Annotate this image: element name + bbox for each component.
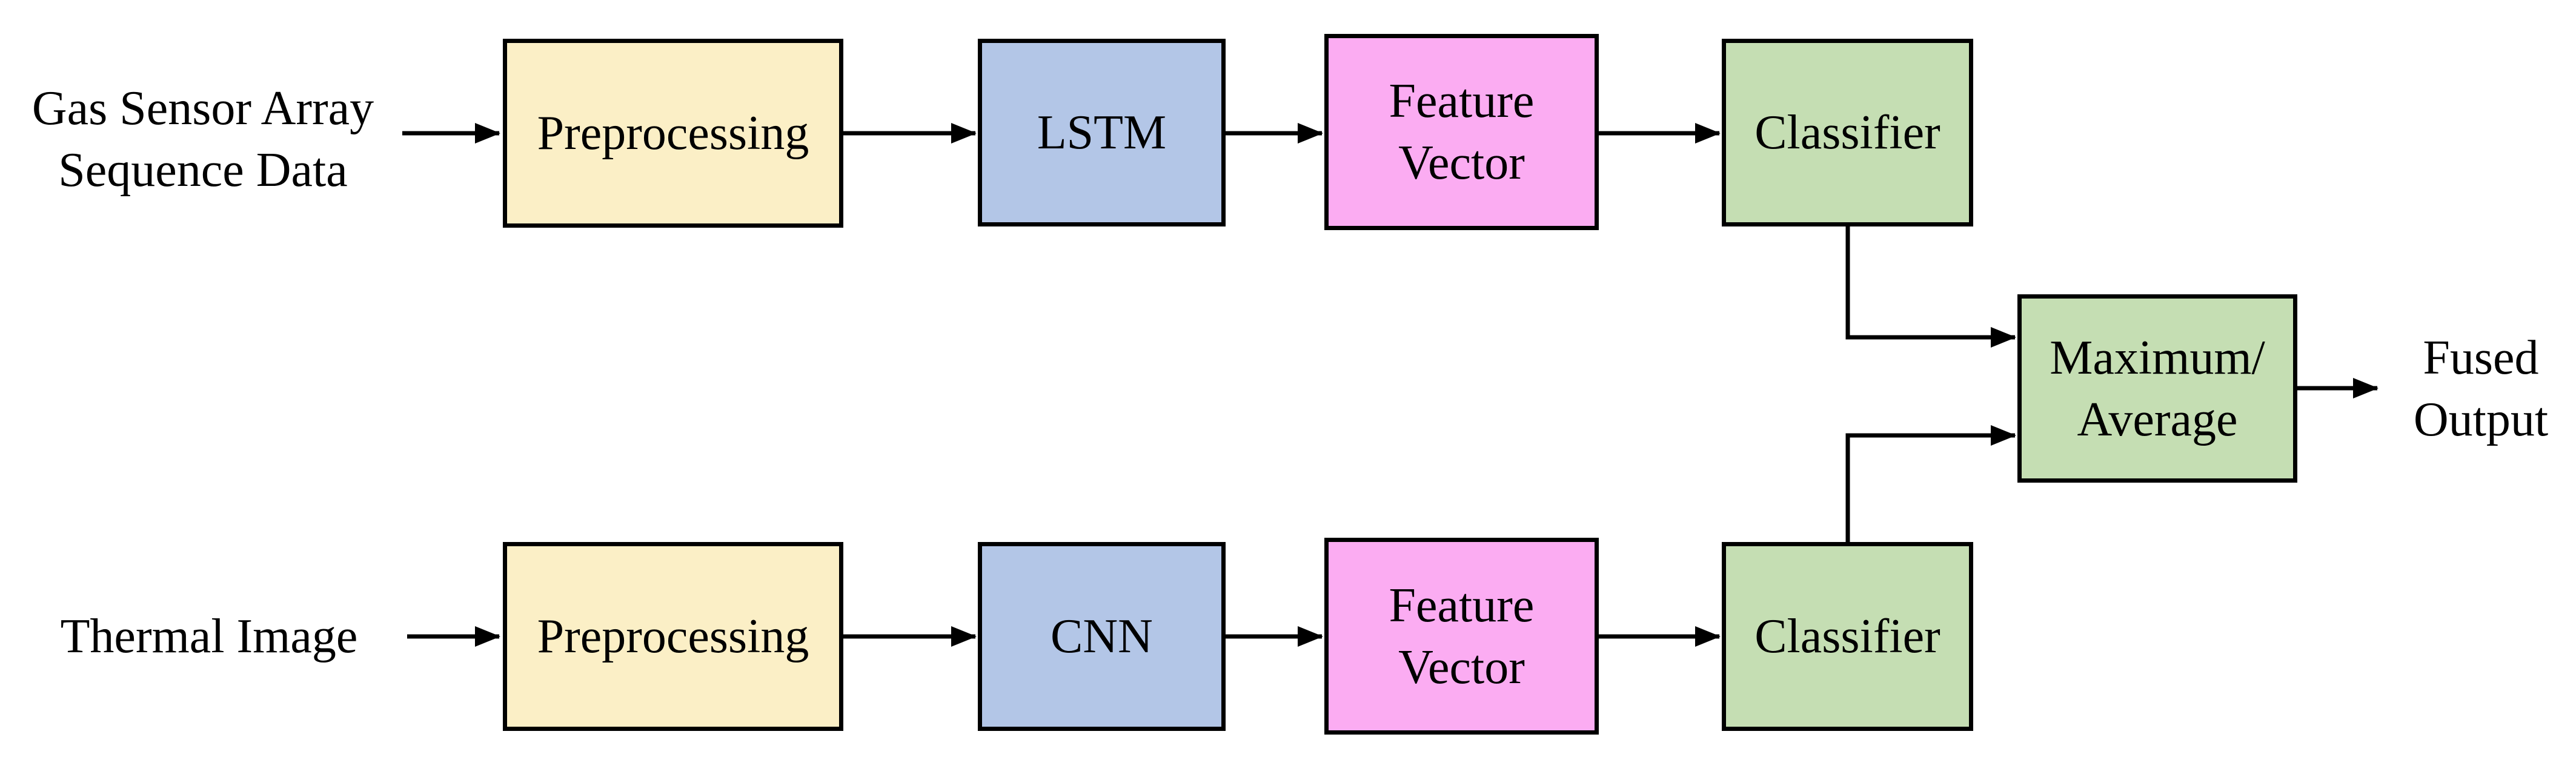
- elbow-classifier-bottom-to-fusion: [1845, 425, 2016, 542]
- node-classifier-top: Classifier: [1722, 39, 1973, 226]
- node-feature-vector-bottom-line2: Vector: [1398, 640, 1525, 694]
- node-cnn-label: CNN: [1051, 610, 1153, 663]
- input-label-gas-sensor-line1: Gas Sensor Array: [32, 82, 374, 135]
- node-feature-vector-top-line2: Vector: [1398, 136, 1525, 190]
- node-preprocessing-top: Preprocessing: [503, 39, 843, 228]
- node-maximum-average: Maximum/ Average: [2017, 294, 2297, 483]
- output-label-fused-output: Fused Output: [2366, 327, 2576, 451]
- node-feature-vector-top: Feature Vector: [1324, 34, 1599, 230]
- node-maximum-average-line2: Average: [2077, 392, 2238, 446]
- output-label-line1: Fused: [2423, 331, 2539, 385]
- input-label-thermal-image-text: Thermal Image: [60, 610, 358, 663]
- node-lstm: LSTM: [978, 39, 1226, 226]
- input-label-gas-sensor: Gas Sensor Array Sequence Data: [6, 78, 400, 201]
- node-classifier-top-label: Classifier: [1754, 106, 1940, 159]
- node-classifier-bottom: Classifier: [1722, 542, 1973, 731]
- node-preprocessing-bottom: Preprocessing: [503, 542, 843, 731]
- node-cnn: CNN: [978, 542, 1226, 731]
- input-label-gas-sensor-line2: Sequence Data: [58, 144, 348, 197]
- node-preprocessing-top-label: Preprocessing: [537, 107, 809, 160]
- elbow-classifier-top-to-fusion: [1845, 226, 2016, 348]
- node-preprocessing-bottom-label: Preprocessing: [537, 610, 809, 663]
- node-feature-vector-bottom-line1: Feature: [1389, 578, 1535, 632]
- node-maximum-average-line1: Maximum/: [2050, 331, 2265, 385]
- node-feature-vector-bottom: Feature Vector: [1324, 538, 1599, 735]
- input-label-thermal-image: Thermal Image: [21, 606, 397, 667]
- node-lstm-label: LSTM: [1037, 106, 1167, 159]
- node-feature-vector-top-line1: Feature: [1389, 74, 1535, 128]
- node-classifier-bottom-label: Classifier: [1754, 610, 1940, 663]
- output-label-line2: Output: [2413, 393, 2549, 446]
